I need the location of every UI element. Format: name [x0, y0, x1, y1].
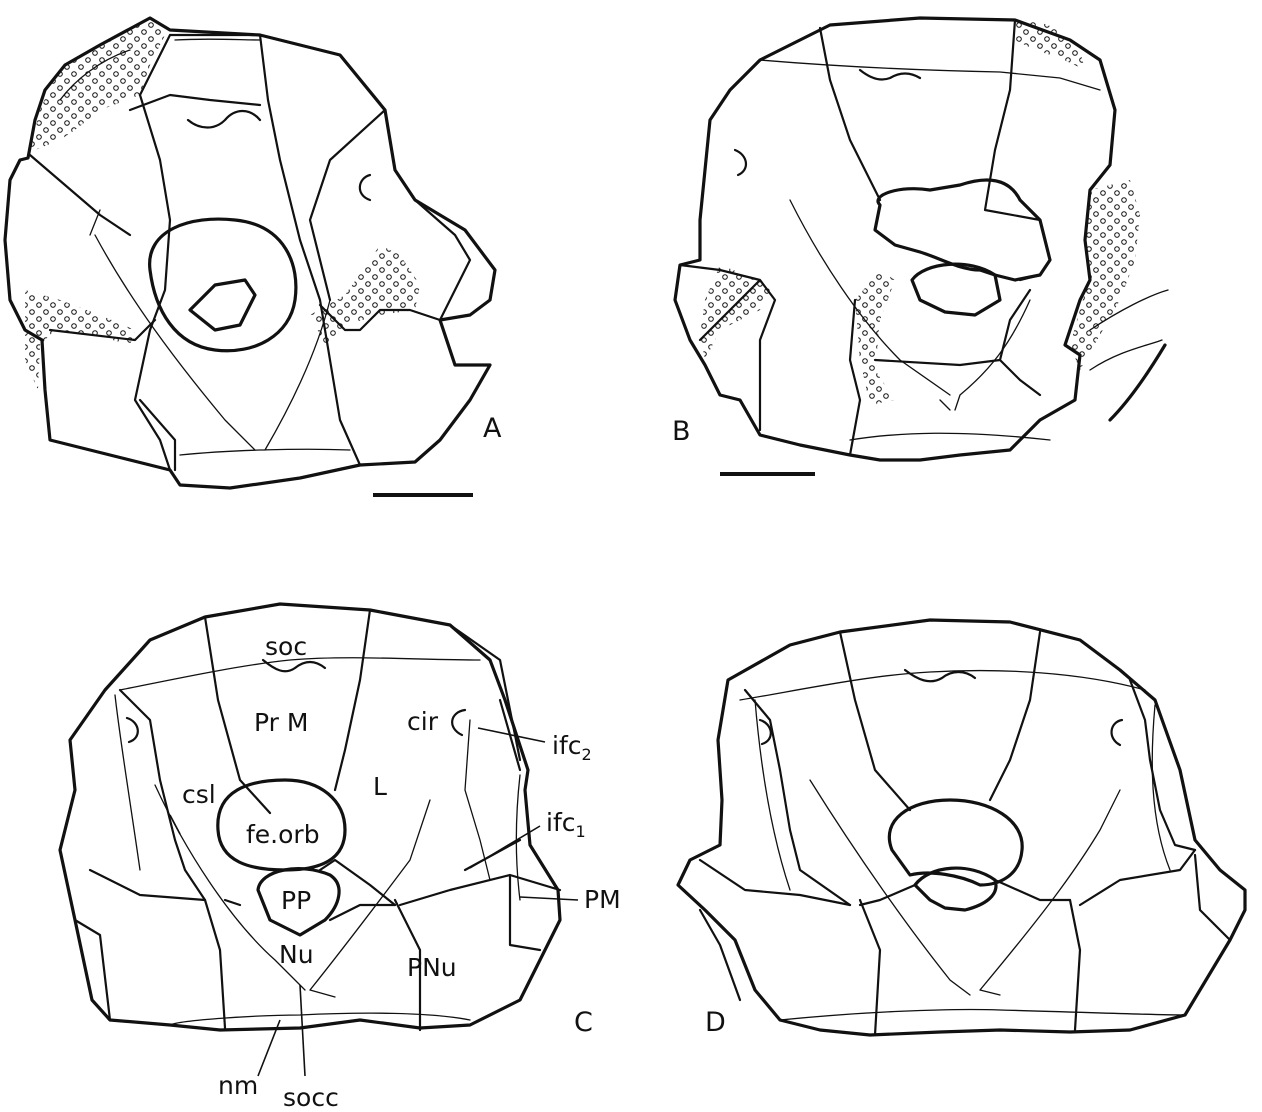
- panel-c-left-mark: [127, 718, 138, 742]
- label-socc: socc: [283, 1083, 339, 1112]
- panel-d-prm-plate: [840, 632, 1040, 810]
- panel-c-letter: C: [574, 1007, 593, 1038]
- panel-b-pineal: [912, 264, 1000, 315]
- leader-pm: [520, 897, 578, 900]
- panel-b-stipple-mid: [855, 270, 895, 405]
- label-ifc2: ifc2: [552, 731, 592, 764]
- panel-a-letter: A: [483, 413, 502, 444]
- label-pnu: PNu: [407, 953, 457, 982]
- panel-b-scale-bar: [720, 472, 815, 476]
- panel-d-nuchal-margin: [780, 1009, 1185, 1020]
- panel-b-letter: B: [672, 416, 691, 447]
- panel-c-ifc-line: [320, 840, 520, 905]
- panel-a-scale-bar: [373, 493, 473, 497]
- panel-b-stipple-ne: [1015, 20, 1085, 70]
- panel-b-outline: [675, 18, 1115, 460]
- panel-c-lateral-plates: [120, 625, 520, 1030]
- label-pm: PM: [584, 885, 621, 914]
- label-prm: Pr M: [254, 708, 308, 737]
- leader-socc: [300, 985, 305, 1076]
- panel-a-orbit-inner: [190, 280, 255, 330]
- panel-a-stipple-e: [310, 245, 420, 345]
- label-ifc2-sub: 2: [582, 745, 592, 764]
- panel-b-edge-fragment: [1110, 345, 1165, 420]
- label-ifc1-base: ifc: [546, 808, 576, 837]
- panel-b: [675, 18, 1168, 460]
- label-nu: Nu: [279, 940, 314, 969]
- panel-d-lateral-plates: [745, 680, 1195, 1035]
- panel-b-soc-notch: [860, 70, 920, 80]
- label-ifc2-base: ifc: [552, 731, 582, 760]
- panel-c-cir-mark: [452, 710, 465, 735]
- panel-d-orbit: [889, 800, 1022, 885]
- panel-b-stipple-e: [1070, 180, 1140, 370]
- label-ifc1-sub: 1: [576, 822, 586, 841]
- panel-a-medial-plate: [135, 35, 360, 470]
- label-pp: PP: [281, 886, 311, 915]
- label-fe-orb: fe.orb: [246, 820, 320, 849]
- label-soc: soc: [265, 632, 307, 661]
- panel-a: [5, 18, 495, 488]
- panel-d: [678, 620, 1245, 1035]
- label-ifc1: ifc1: [546, 808, 586, 841]
- panel-a-cir-mark: [360, 175, 370, 200]
- panel-d-cir-mark: [1112, 720, 1122, 745]
- label-csl: csl: [182, 780, 216, 809]
- panel-a-soc-notch: [188, 111, 260, 128]
- panel-d-outline: [678, 620, 1245, 1035]
- panel-b-cir-mark: [735, 150, 746, 175]
- panel-c-nuchal-margin: [170, 1013, 470, 1025]
- panel-d-letter: D: [705, 1007, 726, 1038]
- panel-d-postmarginal: [700, 850, 1230, 1000]
- panel-d-left-mark: [760, 720, 771, 744]
- label-nm: nm: [218, 1071, 258, 1100]
- panel-d-sensory-lines: [740, 671, 1170, 995]
- panel-c-postmarginal: [75, 870, 560, 1020]
- panel-d-nu-plate: [860, 880, 1070, 905]
- panel-d-pineal: [915, 868, 996, 910]
- label-cir: cir: [407, 707, 439, 736]
- label-l: L: [373, 772, 387, 801]
